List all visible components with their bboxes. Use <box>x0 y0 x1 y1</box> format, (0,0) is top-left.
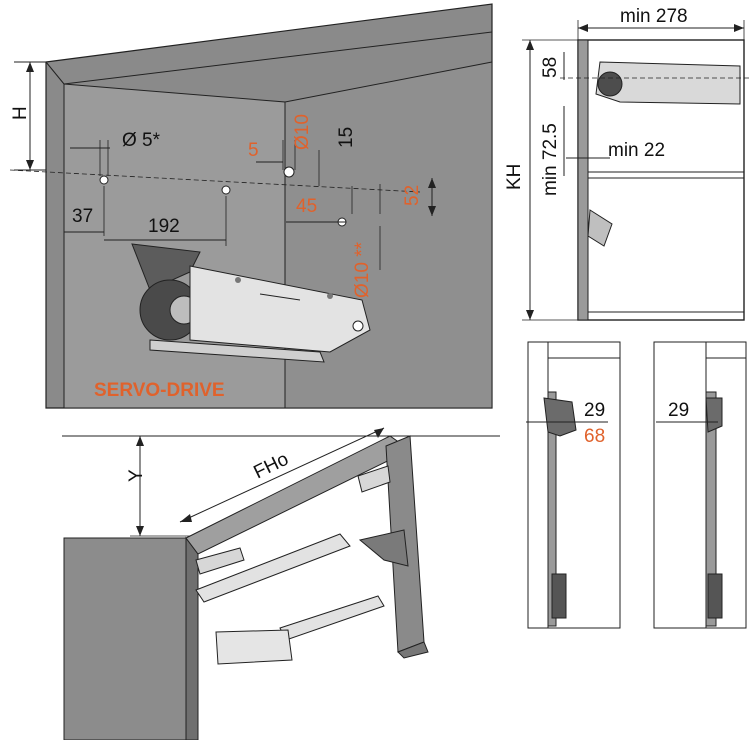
dim-dia10-bottom-label: Ø10 ** <box>352 241 373 298</box>
drill-hole-front <box>283 166 295 178</box>
side-view-right <box>653 341 747 629</box>
bottom-right-panel: 29 68 29 <box>526 341 747 629</box>
drill-hole-1 <box>99 175 109 185</box>
dim-29-left-label: 29 <box>584 400 605 421</box>
dim-192-label: 192 <box>148 216 180 237</box>
lift-mechanism <box>595 61 741 105</box>
dim-29-right-label: 29 <box>668 400 689 421</box>
hole-diameter-label: Ø 5* <box>122 130 161 151</box>
cabinet-side-board <box>577 39 589 321</box>
lift-arm-upper <box>195 533 351 603</box>
h-dimension-label: H <box>10 106 31 120</box>
drill-hole-2 <box>221 185 231 195</box>
min-22-label: min 22 <box>608 140 665 161</box>
cabinet-side-lower <box>63 537 187 740</box>
dim-15-label: 15 <box>336 127 357 148</box>
dim-52-label: 52 <box>402 185 423 206</box>
top-left-panel: H Ø 5* 37 192 5 Ø10 15 45 5 <box>9 3 493 409</box>
bottom-left-panel: Y FHo <box>62 427 500 740</box>
cabinet-side-wall <box>63 83 286 409</box>
servo-drive-mounted <box>215 629 293 665</box>
side-view-left <box>527 341 621 629</box>
servo-drive-brand-label: SERVO-DRIVE <box>94 380 225 401</box>
lift-arm-lower <box>279 595 385 641</box>
dim-45-label: 45 <box>296 196 317 217</box>
dim-68-label: 68 <box>584 426 605 447</box>
top-right-panel: min 278 58 min 72.5 KH min 22 <box>504 6 750 321</box>
dim-37-label: 37 <box>72 206 93 227</box>
min-72-5-label: min 72.5 <box>540 123 561 196</box>
fho-dimension-label: FHo <box>250 449 291 484</box>
dim-5-label: 5 <box>248 140 259 161</box>
kh-label: KH <box>504 164 525 190</box>
y-dimension-label: Y <box>126 469 147 482</box>
dim-58-label: 58 <box>540 57 561 78</box>
servo-drive-unit <box>131 243 371 363</box>
min-278-label: min 278 <box>620 6 688 27</box>
dim-dia10-top-label: Ø10 <box>292 114 313 150</box>
